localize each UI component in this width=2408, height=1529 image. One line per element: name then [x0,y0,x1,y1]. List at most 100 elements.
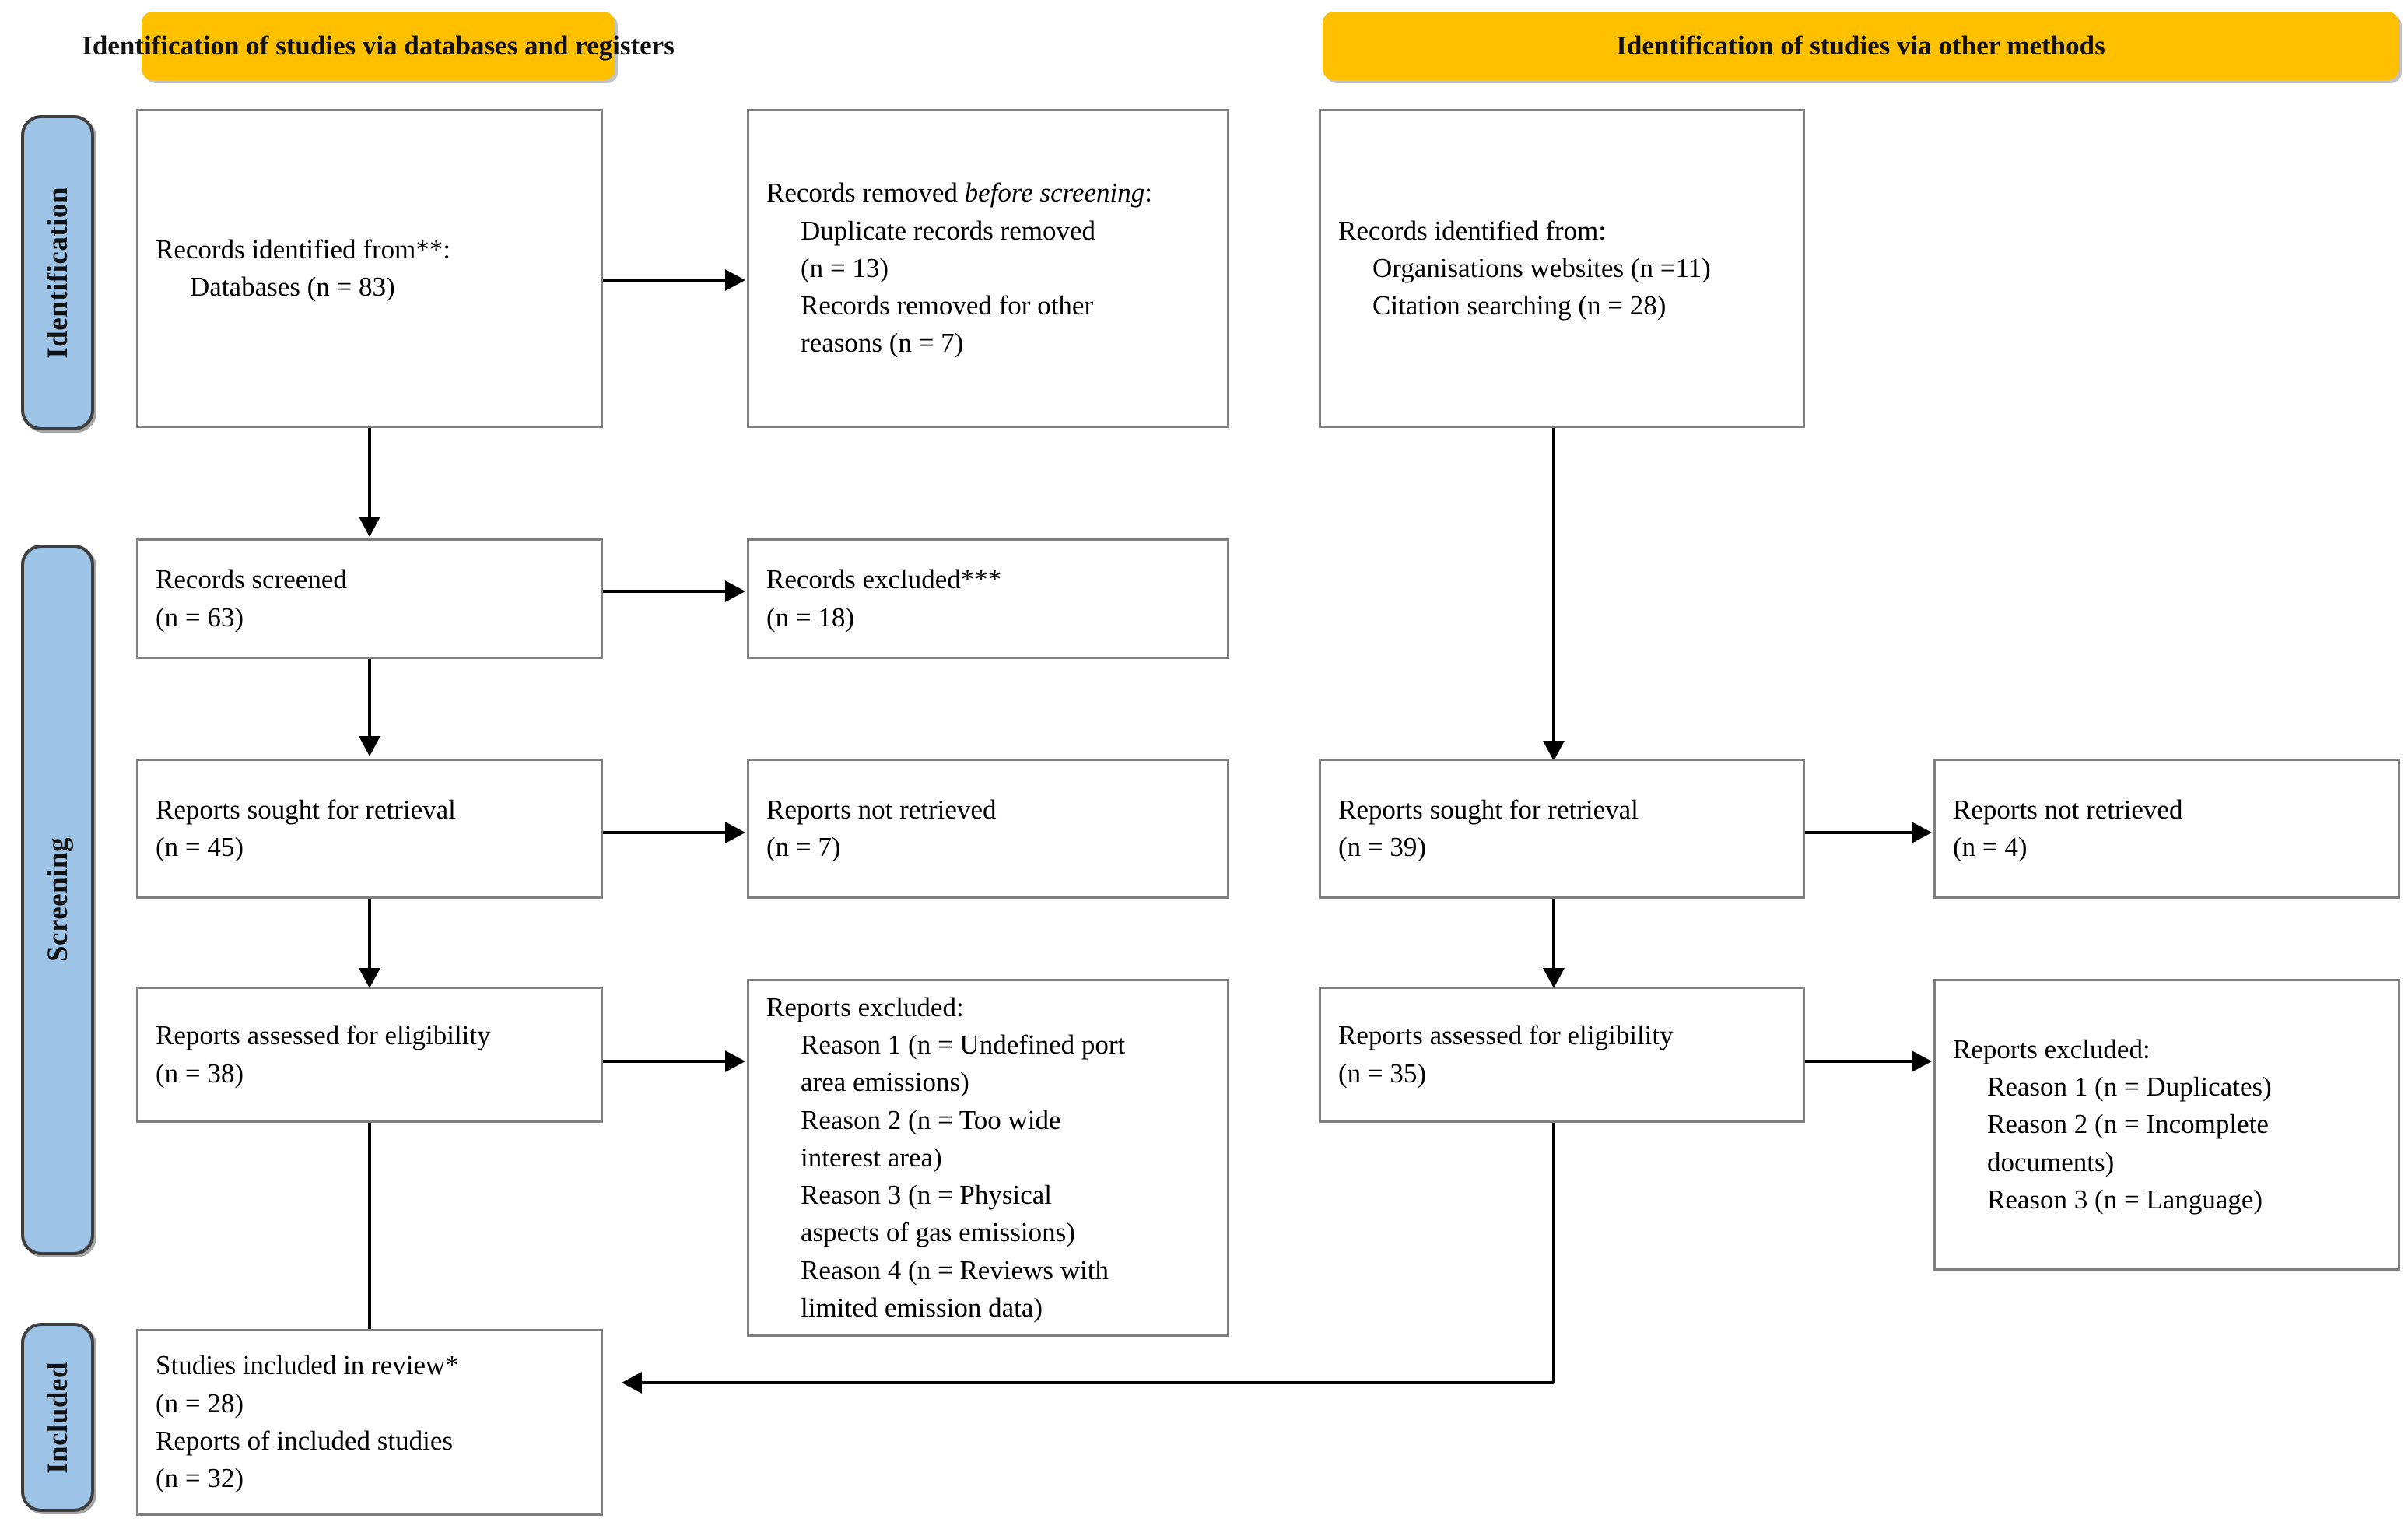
db-excluded-reason-line: area emissions) [801,1067,969,1098]
banner-other-methods-label: Identification of studies via other meth… [1616,30,2105,61]
other-excluded-reason-line: documents) [1987,1146,2115,1177]
records-removed-line5: reasons (n = 7) [801,328,964,359]
other-excluded-reason-line: Reason 2 (n = Incomplete [1987,1109,2269,1140]
box-reports-assessed-databases-text: Reports assessed for eligibility (n = 38… [138,1017,601,1092]
arrowhead-assessed-to-excluded-other [1912,1050,1932,1072]
box-reports-excluded-databases: Reports excluded: Reason 1 (n = Undefine… [747,979,1229,1337]
other-identified-line1: Records identified from: [1338,215,1607,246]
connector-screened-to-excluded [603,590,725,593]
connector-assessed-to-excluded-databases [603,1060,725,1063]
box-studies-included: Studies included in review* (n = 28) Rep… [136,1329,603,1516]
box-reports-sought-databases-text: Reports sought for retrieval (n = 45) [138,791,601,867]
box-reports-excluded-databases-text: Reports excluded: Reason 1 (n = Undefine… [749,989,1227,1327]
records-removed-line1-c: : [1144,177,1153,209]
arrowhead-sought-to-assessed-databases [359,968,380,988]
box-reports-sought-databases: Reports sought for retrieval (n = 45) [136,759,603,899]
other-not-retrieved-line2: (n = 4) [1953,832,2028,862]
connector-identified-to-removed [603,279,725,282]
stage-band-included: Included [21,1323,94,1512]
records-removed-line3: (n = 13) [801,252,889,283]
db-excluded-reason-line: limited emission data) [801,1292,1043,1324]
other-not-retrieved-line1: Reports not retrieved [1953,794,2183,825]
connector-assessed-to-excluded-other [1805,1060,1912,1063]
db-assessed-line1: Reports assessed for eligibility [156,1020,491,1051]
box-records-excluded: Records excluded*** (n = 18) [747,538,1229,659]
arrowhead-sought-to-assessed-other [1543,968,1565,988]
box-reports-assessed-other: Reports assessed for eligibility (n = 35… [1319,987,1805,1123]
records-identified-line2: Databases (n = 83) [190,272,395,302]
connector-other-identified-to-sought [1552,428,1555,745]
box-reports-assessed-other-text: Reports assessed for eligibility (n = 35… [1321,1017,1803,1092]
arrowhead-assessed-other-to-included [622,1372,642,1394]
box-records-identified-other-text: Records identified from: Organisations w… [1321,212,1803,325]
db-excluded-heading: Reports excluded: [766,991,964,1022]
db-excluded-reason-line: Reason 3 (n = Physical [801,1180,1053,1211]
banner-other-methods: Identification of studies via other meth… [1323,12,2399,80]
other-excluded-heading: Reports excluded: [1953,1033,2150,1064]
arrowhead-sought-to-not-retrieved-other [1912,822,1932,843]
other-excluded-reason-line: Reason 1 (n = Duplicates) [1987,1071,2272,1103]
records-excluded-line2: (n = 18) [766,601,855,633]
box-records-screened: Records screened (n = 63) [136,538,603,659]
box-reports-excluded-other-text: Reports excluded: Reason 1 (n = Duplicat… [1936,1031,2398,1219]
connector-assessed-other-to-included [642,1381,1554,1384]
box-reports-assessed-databases: Reports assessed for eligibility (n = 38… [136,987,603,1123]
records-removed-line1-italic: before screening [964,177,1145,209]
db-sought-line2: (n = 45) [156,832,244,862]
other-sought-line1: Reports sought for retrieval [1338,794,1639,825]
arrowhead-screened-to-sought [359,736,380,756]
db-excluded-reason-line: Reason 4 (n = Reviews with [801,1254,1109,1285]
box-records-removed-text: Records removed before screening: Duplic… [749,174,1227,362]
db-excluded-reason-line: Reason 1 (n = Undefined port [801,1029,1126,1060]
box-records-identified-other: Records identified from: Organisations w… [1319,109,1805,428]
db-excluded-reason-line: interest area) [801,1141,942,1173]
box-reports-not-retrieved-other-text: Reports not retrieved (n = 4) [1936,791,2398,867]
records-removed-line2: Duplicate records removed [801,215,1096,246]
box-records-excluded-text: Records excluded*** (n = 18) [749,561,1227,636]
box-reports-sought-other: Reports sought for retrieval (n = 39) [1319,759,1805,899]
stage-band-screening-label: Screening [41,837,74,963]
other-assessed-line1: Reports assessed for eligibility [1338,1020,1674,1051]
arrowhead-identified-to-removed [725,269,745,291]
banner-databases-registers: Identification of studies via databases … [82,12,675,80]
connector-sought-to-not-retrieved-databases [603,831,725,834]
connector-identified-to-screened [368,428,371,521]
db-excluded-reason-line: aspects of gas emissions) [801,1217,1075,1248]
other-excluded-reason-line: Reason 3 (n = Language) [1987,1184,2263,1215]
box-reports-not-retrieved-databases: Reports not retrieved (n = 7) [747,759,1229,899]
included-line2: (n = 28) [156,1387,244,1419]
stage-band-included-label: Included [41,1361,74,1474]
records-removed-line1-a: Records removed [766,177,965,209]
records-removed-line4: Records removed for other [801,290,1094,321]
db-sought-line1: Reports sought for retrieval [156,794,456,825]
connector-sought-to-not-retrieved-other [1805,831,1912,834]
connector-assessed-to-included-databases [368,1123,371,1341]
connector-screened-to-sought [368,659,371,741]
other-assessed-line2: (n = 35) [1338,1057,1427,1089]
records-identified-line1: Records identified from**: [156,233,451,265]
other-sought-line2: (n = 39) [1338,832,1427,862]
arrowhead-other-identified-to-sought [1543,741,1565,761]
stage-band-identification-label: Identification [41,187,74,359]
stage-band-identification: Identification [21,115,94,430]
connector-assessed-other-down [1552,1123,1555,1383]
db-not-retrieved-line2: (n = 7) [766,832,841,862]
box-records-identified-databases: Records identified from**: Databases (n … [136,109,603,428]
arrowhead-screened-to-excluded [725,580,745,602]
box-records-removed-before-screening: Records removed before screening: Duplic… [747,109,1229,428]
box-records-identified-databases-text: Records identified from**: Databases (n … [138,231,601,307]
included-line3: Reports of included studies [156,1426,454,1456]
connector-sought-to-assessed-other [1552,899,1555,973]
db-not-retrieved-line1: Reports not retrieved [766,794,997,825]
box-reports-not-retrieved-databases-text: Reports not retrieved (n = 7) [749,791,1227,867]
records-excluded-line1: Records excluded*** [766,564,1002,595]
box-reports-not-retrieved-other: Reports not retrieved (n = 4) [1933,759,2400,899]
connector-sought-to-assessed-databases [368,899,371,973]
db-excluded-reason-line: Reason 2 (n = Too wide [801,1104,1061,1135]
banner-databases-registers-label: Identification of studies via databases … [82,30,675,61]
box-reports-excluded-other: Reports excluded: Reason 1 (n = Duplicat… [1933,979,2400,1271]
other-identified-line2: Organisations websites (n =11) [1372,252,1711,283]
included-line1: Studies included in review* [156,1350,459,1381]
included-line4: (n = 32) [156,1463,244,1494]
